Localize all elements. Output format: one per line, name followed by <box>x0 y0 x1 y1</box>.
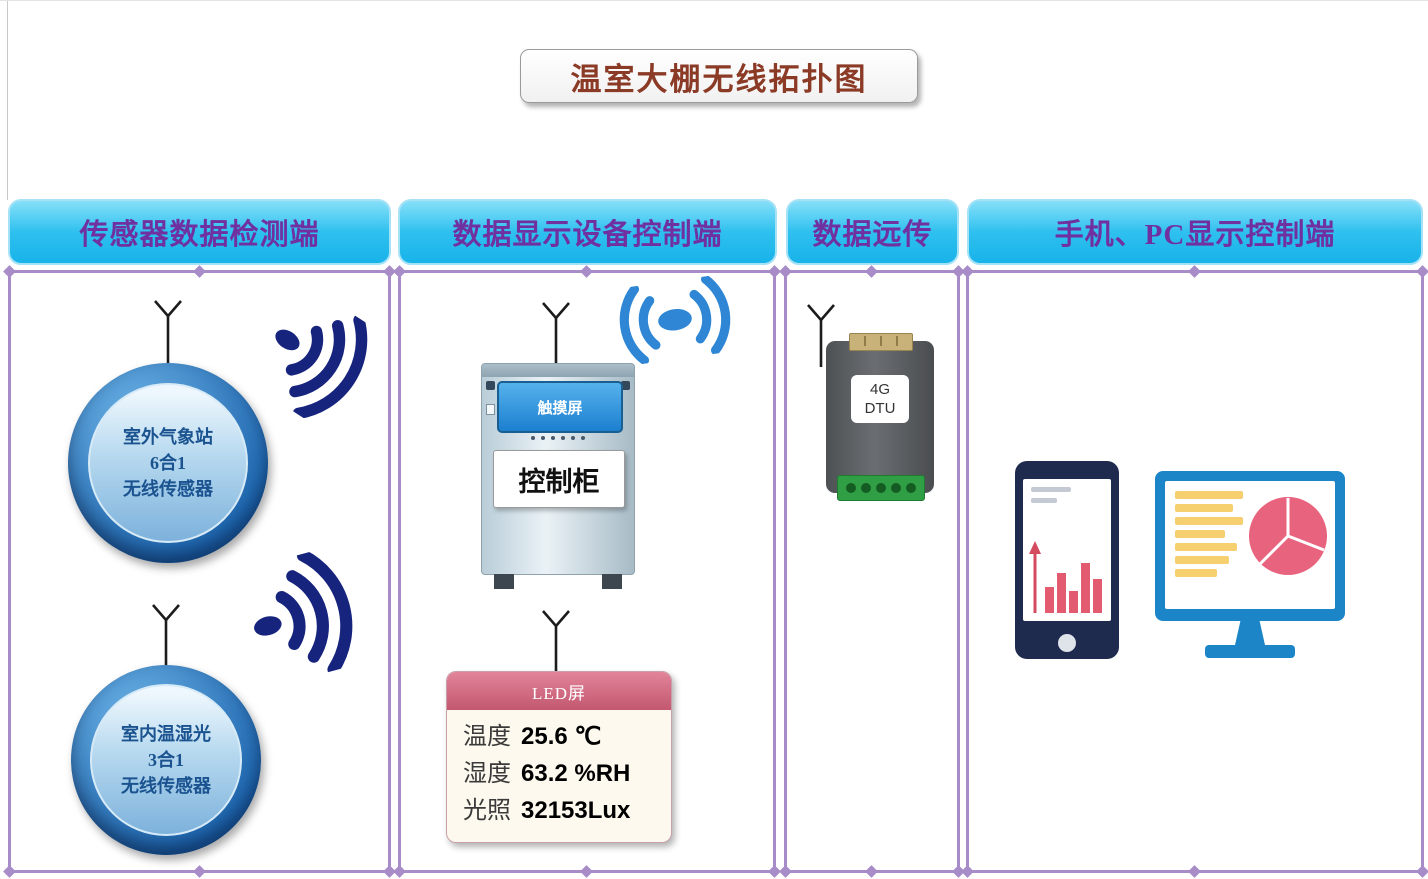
cabinet-leg <box>494 574 514 589</box>
dtu-label-line2: DTU <box>864 400 896 417</box>
pie-chart-icon <box>1249 497 1327 575</box>
dtu-device: 4G DTU <box>826 333 934 501</box>
frame-client-column <box>961 265 1428 878</box>
frame-ornament <box>779 265 792 278</box>
light-value: 32153Lux <box>521 797 631 824</box>
dtu-terminal-block <box>837 475 925 501</box>
frame-ornament <box>393 865 406 878</box>
frame-ornament <box>961 865 974 878</box>
indoor-sensor-line1: 室内温湿光 <box>121 723 211 744</box>
frame-sensor-column: 室外气象站 6合1 无线传感器 室内温湿光 3合1 无线传感器 <box>3 265 396 878</box>
light-label: 光照 <box>463 798 511 824</box>
frame-ornament <box>580 865 593 878</box>
monitor-list-lines <box>1175 491 1243 577</box>
column-header-remote: 数据远传 <box>786 199 959 265</box>
frame-ornament <box>3 865 16 878</box>
led-row-light: 光照 32153Lux <box>463 790 655 827</box>
monitor-stand-base <box>1205 645 1295 658</box>
dtu-label: 4G DTU <box>851 375 909 423</box>
frame-ornament <box>1416 265 1428 278</box>
frame-ornament <box>865 265 878 278</box>
antenna-icon <box>542 302 570 365</box>
phone-screen <box>1023 479 1111 621</box>
frame-ornament <box>192 265 206 278</box>
frame-ornament <box>865 865 878 878</box>
frame-ornament <box>961 265 974 278</box>
humidity-value: 63.2 %RH <box>521 760 631 787</box>
cabinet-vent-dots <box>482 436 634 440</box>
smartphone-icon <box>1015 461 1119 659</box>
indoor-sensor-label: 室内温湿光 3合1 无线传感器 <box>89 683 243 837</box>
cabinet-side-switch <box>486 404 495 415</box>
antenna-icon <box>152 604 180 667</box>
outdoor-sensor-label: 室外气象站 6合1 无线传感器 <box>88 383 248 543</box>
window-edge-top <box>0 0 1428 1</box>
humidity-label: 湿度 <box>463 761 511 787</box>
outdoor-sensor-node: 室外气象站 6合1 无线传感器 <box>68 363 268 563</box>
frame-ornament <box>3 265 16 278</box>
touchscreen: 触摸屏 <box>497 381 623 433</box>
column-header-display: 数据显示设备控制端 <box>398 199 777 265</box>
indoor-sensor-node: 室内温湿光 3合1 无线传感器 <box>71 665 261 855</box>
column-header-client: 手机、PC显示控制端 <box>967 199 1423 265</box>
led-row-temperature: 温度 25.6 ℃ <box>463 716 655 753</box>
broadcast-signal-icon <box>619 274 731 365</box>
indoor-sensor-line3: 无线传感器 <box>121 776 211 797</box>
led-panel-header: LED屏 <box>447 672 671 710</box>
outdoor-sensor-line1: 室外气象站 <box>123 426 213 447</box>
frame-ornament <box>1188 265 1201 278</box>
antenna-icon <box>542 610 570 673</box>
bar-chart-icon <box>1029 541 1102 613</box>
frame-ornament <box>580 265 593 278</box>
outdoor-sensor-line2: 6合1 <box>150 452 186 473</box>
frame-ornament <box>779 865 792 878</box>
cabinet-leg <box>602 574 622 589</box>
temperature-value: 25.6 ℃ <box>521 723 602 750</box>
dtu-label-line1: 4G <box>869 380 890 398</box>
dtu-top-connector <box>849 333 913 351</box>
cabinet-label: 控制柜 <box>493 450 625 508</box>
antenna-icon <box>154 300 182 363</box>
monitor-stand-neck <box>1235 621 1265 645</box>
outdoor-sensor-line3: 无线传感器 <box>123 479 213 500</box>
indoor-sensor-line2: 3合1 <box>148 749 184 770</box>
frame-ornament <box>1188 865 1201 878</box>
control-cabinet: 触摸屏 控制柜 <box>481 363 635 589</box>
frame-display-column: 触摸屏 控制柜 LED屏 温度 25.6 ℃ 湿度 63.2 %RH <box>393 265 781 878</box>
frame-ornament <box>192 865 206 878</box>
phone-home-button <box>1058 634 1076 652</box>
phone-text-line <box>1031 487 1071 492</box>
temperature-label: 温度 <box>463 724 511 750</box>
led-panel-body: 温度 25.6 ℃ 湿度 63.2 %RH 光照 32153Lux <box>447 710 671 827</box>
monitor-screen <box>1165 481 1335 609</box>
frame-remote-column: 4G DTU <box>779 265 965 878</box>
cabinet-top-strip <box>482 364 634 377</box>
page-title: 温室大棚无线拓扑图 <box>520 49 918 103</box>
frame-ornament <box>1416 865 1428 878</box>
screw-icon <box>621 381 630 390</box>
led-screen-panel: LED屏 温度 25.6 ℃ 湿度 63.2 %RH 光照 32153Lux <box>446 671 672 843</box>
window-edge-left <box>7 0 8 200</box>
column-header-sensor: 传感器数据检测端 <box>8 199 391 265</box>
monitor-icon <box>1155 471 1345 621</box>
wifi-signal-icon <box>275 314 368 420</box>
antenna-icon <box>807 304 835 367</box>
led-row-humidity: 湿度 63.2 %RH <box>463 753 655 790</box>
screw-icon <box>486 381 495 390</box>
phone-text-line <box>1031 498 1057 503</box>
frame-ornament <box>393 265 406 278</box>
wifi-signal-icon <box>254 549 353 676</box>
